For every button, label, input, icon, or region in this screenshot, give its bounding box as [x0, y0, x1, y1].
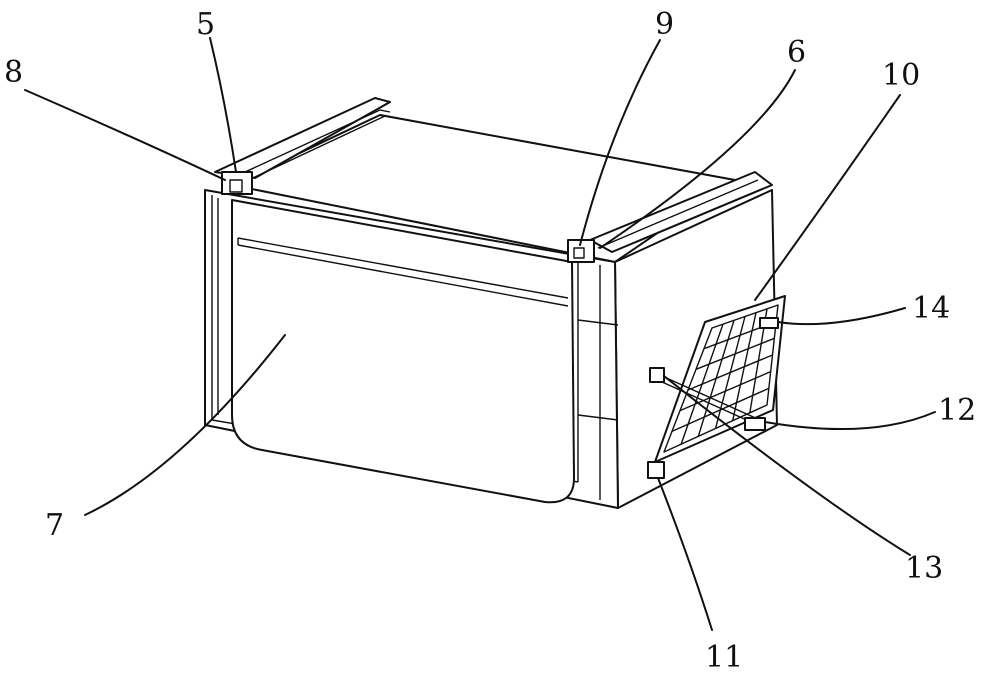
label-7: 7 [45, 508, 64, 543]
label-10: 10 [882, 58, 920, 93]
side-grill [654, 295, 786, 463]
leader-6 [599, 69, 796, 249]
leader-12 [764, 411, 936, 430]
label-11: 11 [705, 640, 743, 675]
leader-8 [24, 89, 226, 181]
fitting-14 [759, 317, 779, 329]
leader-11 [657, 477, 713, 631]
leader-10 [754, 94, 901, 301]
mesh-line [687, 354, 773, 391]
leader-9 [579, 39, 661, 246]
mesh-line [671, 387, 770, 432]
label-9: 9 [655, 7, 674, 42]
mesh-line [679, 371, 771, 412]
fitting-11 [647, 461, 665, 479]
reference-numerals: 5 6 7 8 9 10 11 12 13 14 [4, 7, 976, 675]
fitting-13 [649, 367, 665, 383]
fitting-12 [744, 417, 766, 431]
hinge-clips [221, 171, 595, 263]
label-6: 6 [787, 35, 806, 70]
support-fittings [647, 317, 779, 479]
grill-frame [654, 295, 786, 463]
label-8: 8 [4, 55, 23, 90]
leader-5 [209, 37, 237, 173]
leader-14 [777, 307, 906, 326]
label-14: 14 [912, 291, 950, 326]
label-13: 13 [905, 551, 943, 586]
leader-lines [24, 37, 936, 631]
label-5: 5 [196, 7, 215, 42]
front-cover-panel [231, 199, 575, 504]
leader-7 [84, 334, 286, 516]
mesh-line [695, 337, 775, 370]
leader-13 [663, 375, 911, 556]
top-rails [214, 97, 773, 253]
label-12: 12 [938, 393, 976, 428]
